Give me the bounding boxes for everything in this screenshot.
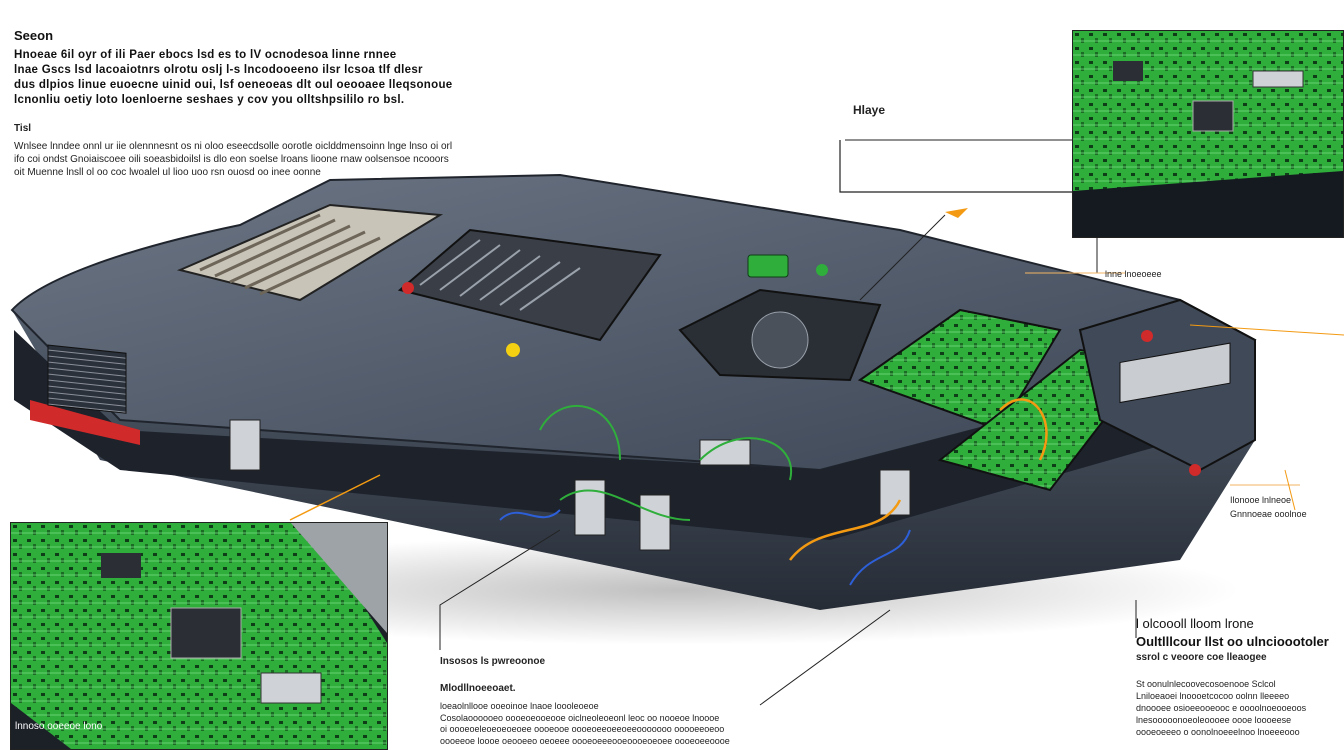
bottom-right-text-block: l olcoooll lloom lrone Oultlllcour llst …	[1136, 615, 1342, 738]
right-pcb-bay	[857, 308, 1062, 432]
red-component	[1189, 464, 1201, 476]
block-line: dnoooee osioeeooeooc e oooolnoeooeoos	[1136, 703, 1307, 713]
intro-paragraph: Hnoeae 6il oyr of ili Paer ebocs lsd es …	[14, 48, 584, 108]
device-front-band	[14, 330, 1250, 540]
red-accent-strip	[30, 400, 140, 445]
callout-line	[859, 214, 946, 301]
block-subheading: Mlodllnoeeoaet.	[440, 683, 516, 694]
block-line: loeaolnllooe ooeoinoe lnaoe loooleoeoe	[440, 701, 599, 711]
pcb-chip	[1113, 61, 1143, 81]
callout-line	[839, 140, 1075, 193]
side-label: Ilonooe lnlneoe	[1230, 495, 1292, 505]
description-line: ifo coi ondst Gnoiaiscoee oili soeasbido…	[14, 154, 449, 165]
blue-wire	[499, 509, 911, 586]
block-paragraph: loeaolnllooe ooeoinoe lnaoe loooleoeoe C…	[440, 701, 960, 747]
pcb-edge	[1073, 171, 1343, 237]
left-vent-grille	[47, 344, 127, 414]
circuit-closeup-bottom: lnnoso ooeeoe lono	[10, 522, 388, 750]
heatsink-fins	[199, 213, 381, 296]
status-display	[747, 254, 789, 278]
pcb-heatsink	[291, 523, 387, 633]
end-cap-slot	[1119, 342, 1231, 404]
section-title: Seeon	[14, 28, 54, 43]
port-connector	[229, 419, 261, 471]
circuit-closeup-top	[1072, 30, 1344, 238]
callout-line	[1284, 469, 1296, 511]
central-fan	[751, 311, 809, 369]
mainboard-compartment	[397, 228, 662, 342]
pcb-chip	[260, 672, 322, 704]
callout-line	[439, 529, 561, 650]
block-line: oi oooeoeleoeoeoeoee oooeooe oooeoeeoeeo…	[440, 724, 725, 734]
intro-line: lcnonliu oetiy loto loenloerne seshaes y…	[14, 94, 405, 106]
pcb-chip	[170, 607, 242, 659]
red-component	[402, 282, 414, 294]
block-paragraph: St oonulnlecoovecosoenooe Sclcol Lniloea…	[1136, 678, 1342, 738]
side-label: Gnnnoeae ooolnoe	[1230, 509, 1307, 519]
green-wire	[539, 405, 793, 521]
red-component	[1141, 330, 1153, 342]
block-line: lnesooooonoeoleoooee oooe loooeese	[1136, 715, 1292, 725]
block-heading: l olcoooll lloom lrone	[1136, 616, 1254, 631]
block-heading: Insosos ls pwreoonoe	[440, 656, 546, 667]
port-connector	[574, 479, 606, 536]
mainboard-traces	[419, 239, 581, 311]
closeup-caption: lnnoso ooeeoe lono	[15, 721, 103, 732]
callout-line	[759, 609, 891, 706]
block-line: Lniloeaoei lnoooetcocoo oolnn lleeeeo	[1136, 691, 1290, 701]
mid-callout-label: lnne lnoeoeee	[1105, 269, 1162, 279]
circuit-board-closeup	[1073, 31, 1343, 237]
pcb-chip	[1192, 100, 1234, 132]
block-subheading: ssrol c veoore coe lleaogee	[1136, 652, 1267, 663]
pcb-chip	[1252, 70, 1304, 88]
block-line: oooeeoe loooe oeooeeo oeoeee oooeoeeeooe…	[440, 735, 730, 746]
block-line: Cosolaoooooeo oooeoeooeooe oiclneoleoeon…	[440, 712, 720, 723]
intro-line: dus dlpios linue euoecne uinid oui, lsf …	[14, 79, 453, 91]
block-heading: Oultlllcour llst oo ulncioootoler	[1136, 634, 1329, 649]
pcb-chip	[101, 553, 141, 578]
subheading: Tisl	[14, 123, 32, 134]
upper-callout-label: Hlaye	[853, 103, 886, 117]
orange-wire	[789, 398, 1048, 561]
callout-line	[289, 474, 381, 521]
description-line: Wnlsee lnndee onnl ur iie olennnesnt os …	[14, 141, 453, 152]
intro-line: Hnoeae 6il oyr of ili Paer ebocs lsd es …	[14, 49, 397, 61]
yellow-component	[506, 343, 520, 357]
description-line: oit Muenne lnsll ol oo coc lwoalel ul li…	[14, 167, 321, 178]
callout-arrow	[945, 208, 968, 218]
description-paragraph: Wnlsee lnndee onnl ur iie olennnesnt os …	[14, 140, 774, 179]
status-led	[816, 264, 828, 276]
block-line: St oonulnlecoovecosoenooe Sclcol	[1136, 679, 1276, 689]
bottom-center-text-block: Insosos ls pwreoonoe Mlodllnoeeoaet. loe…	[440, 655, 960, 747]
callout-line	[1189, 324, 1344, 336]
intro-line: lnae Gscs lsd lacoaiotnrs olrotu oslj l-…	[14, 64, 423, 76]
circuit-board-closeup	[11, 523, 387, 749]
block-line: oooeoeeeo o oonolnoeeelnoo lnoeeeooo	[1136, 727, 1300, 737]
port-connector	[639, 494, 671, 551]
